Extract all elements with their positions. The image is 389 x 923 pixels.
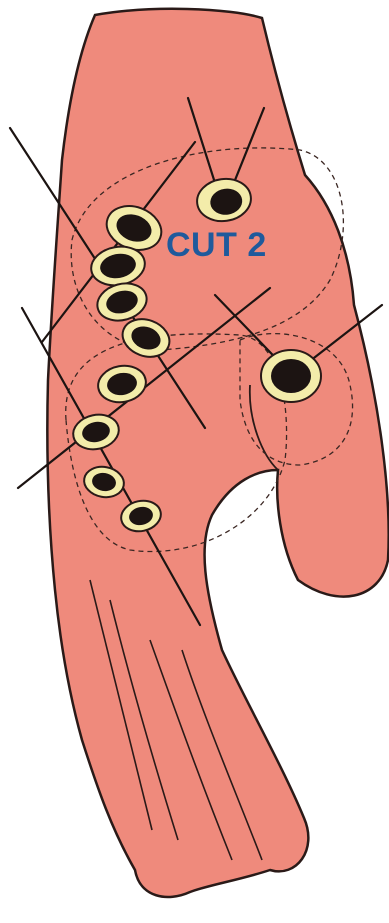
bone-section-thumb	[261, 350, 321, 402]
cut-label: CUT 2	[166, 226, 267, 265]
hand-outline	[47, 9, 388, 897]
